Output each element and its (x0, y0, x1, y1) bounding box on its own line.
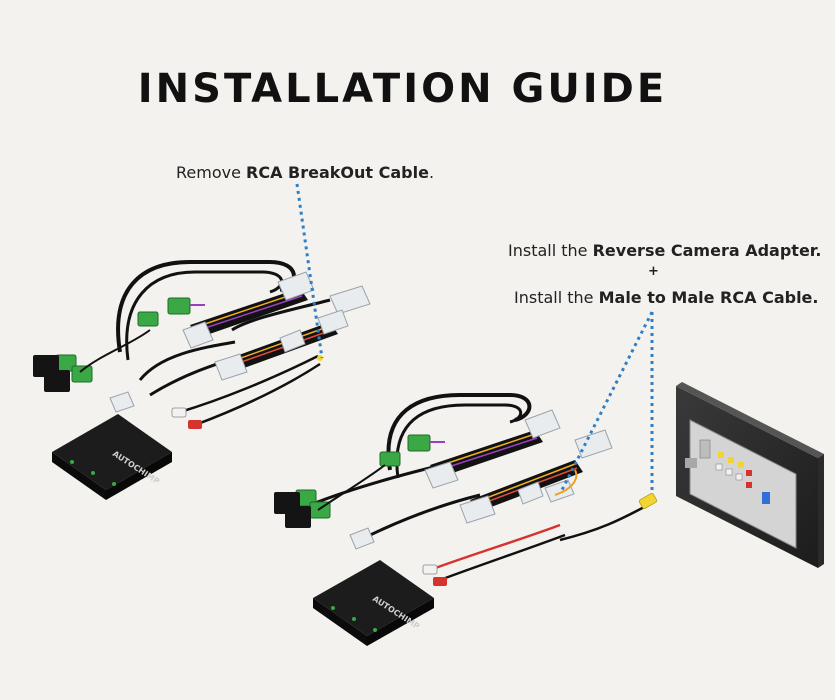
left-interface-box: AUTOCHIMP (52, 414, 172, 500)
step2-prefix: Install the (508, 241, 593, 260)
plus-sign: + (648, 264, 659, 279)
step-remove-rca-breakout: Remove RCA BreakOut Cable. (176, 163, 434, 182)
step3-prefix: Install the (514, 288, 599, 307)
step2-bold: Reverse Camera Adapter. (592, 241, 822, 260)
right-interface-box: AUTOCHIMP (313, 560, 434, 646)
left-harness (33, 260, 371, 429)
callout-lines (295, 183, 654, 494)
head-unit-display (676, 382, 824, 568)
callout-line-step2 (560, 311, 654, 491)
right-harness (274, 393, 658, 586)
step3-bold: Male to Male RCA Cable. (598, 288, 819, 307)
page-title: INSTALLATION GUIDE (137, 66, 668, 112)
step-install-reverse-camera-adapter: Install the Reverse Camera Adapter. (508, 241, 821, 260)
step1-bold: RCA BreakOut Cable (246, 163, 429, 182)
step1-suffix: . (428, 163, 435, 182)
callout-line-step1 (295, 183, 324, 359)
step1-prefix: Remove (176, 163, 247, 182)
step-install-male-rca-cable: Install the Male to Male RCA Cable. (514, 288, 818, 307)
